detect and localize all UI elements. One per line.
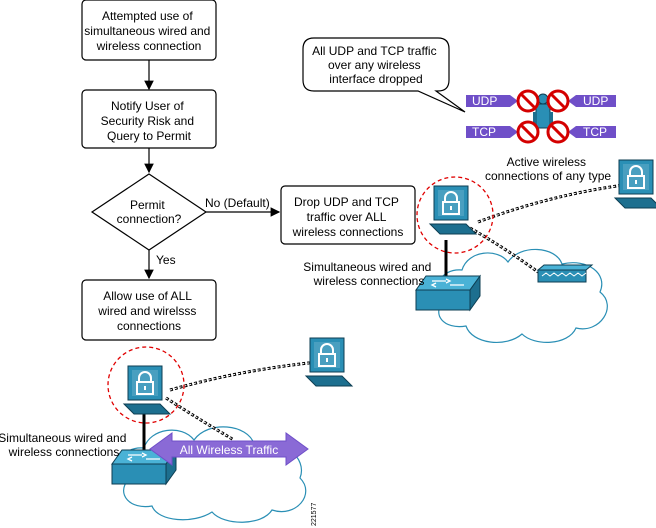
no-label: No (Default): [205, 196, 270, 210]
step2-text: Notify User of Security Risk and Query t…: [101, 99, 198, 143]
switch-icon: [415, 275, 481, 311]
allow-text: Allow use of ALL wired and wirelsss conn…: [97, 289, 199, 333]
tcp-right-label: TCP: [583, 125, 607, 139]
udp-left-label: UDP: [472, 94, 497, 108]
blocked-icon: [516, 89, 540, 113]
blocked-icon: [546, 89, 570, 113]
wireless-link-right-1: [477, 183, 625, 224]
blocked-icon: [546, 120, 570, 144]
callout-text: All UDP and TCP traffic over any wireles…: [312, 44, 440, 86]
callout-bubble: [302, 37, 466, 113]
drop-box: [280, 185, 416, 245]
simultaneous-right-label: Simultaneous wired and wireless connecti…: [303, 260, 434, 288]
wireless-link-left-1: [169, 360, 319, 392]
laptop-icon: [614, 159, 656, 209]
drop-text: Drop UDP and TCP traffic over ALL wirele…: [292, 195, 404, 239]
yes-label: Yes: [156, 253, 176, 267]
tcp-left-bar: [466, 126, 518, 138]
blocked-icon: [516, 120, 540, 144]
active-wireless-label: Active wireless connections of any type: [485, 155, 611, 183]
access-point-icon: [536, 264, 594, 283]
decision-text: Permit connection?: [117, 198, 182, 226]
wireless-link-left-2: [165, 396, 235, 442]
laptop-icon: [429, 185, 477, 235]
all-wireless-traffic-arrow: [149, 432, 309, 466]
tcp-right-bar: [568, 126, 616, 138]
all-wireless-traffic-label: All Wireless Traffic: [180, 443, 278, 457]
udp-right-label: UDP: [583, 94, 608, 108]
laptop-icon: [123, 365, 171, 415]
highlight-circle: [107, 346, 185, 424]
laptop-icon: [305, 337, 353, 387]
step1-text: Attempted use of simultaneous wired and …: [84, 9, 213, 53]
udp-right-bar: [568, 95, 616, 107]
figure-id: 221577: [311, 503, 318, 526]
simultaneous-left-label: Simultaneous wired and wireless connecti…: [0, 431, 130, 459]
tcp-left-label: TCP: [472, 125, 496, 139]
highlight-circle: [416, 176, 494, 254]
wireless-link-right-2: [469, 226, 539, 274]
allow-box: [81, 279, 217, 341]
udp-left-bar: [466, 95, 518, 107]
protocol-block-graphic: UDP UDP TCP TCP: [466, 89, 616, 144]
